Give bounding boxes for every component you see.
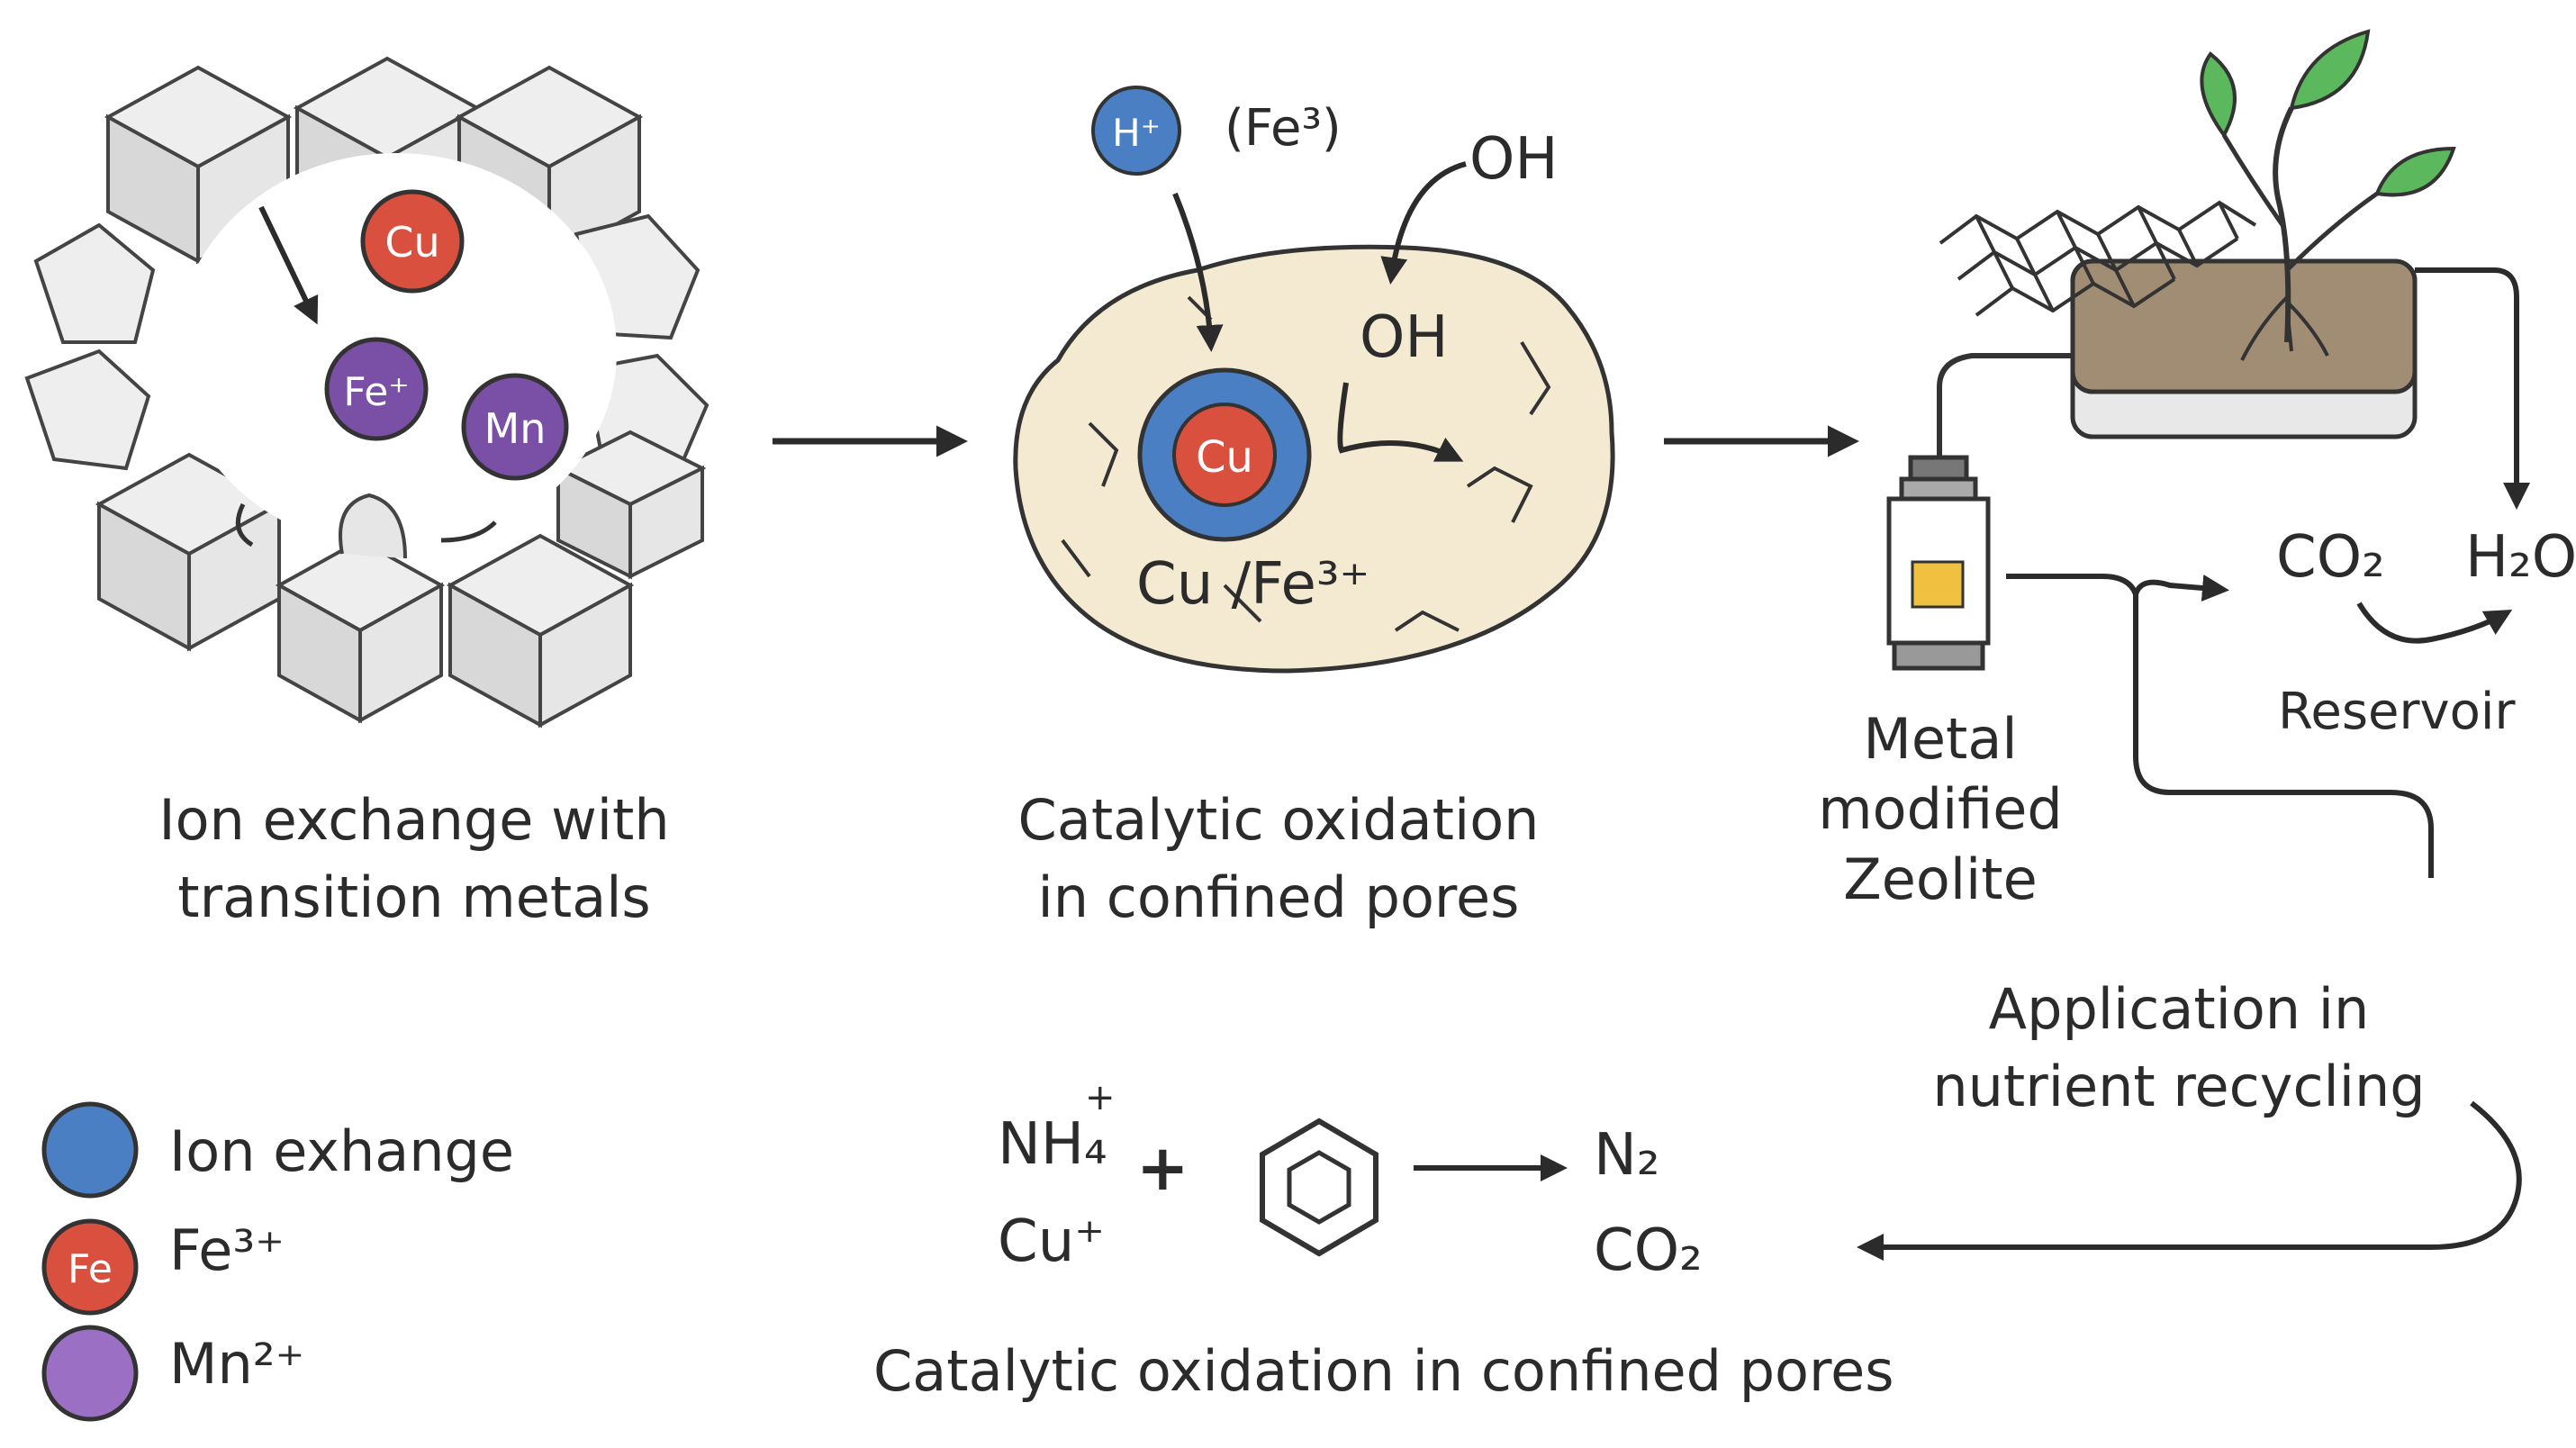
legend-mn-swatch xyxy=(41,1325,139,1422)
pore-bump xyxy=(339,493,407,559)
application-label-line2: nutrient recycling xyxy=(1932,1054,2426,1119)
h-ion xyxy=(1091,86,1181,176)
h2o-product-label: H₂O xyxy=(2465,524,2576,591)
plant xyxy=(2200,29,2456,361)
panel2-caption-line2: in confined pores xyxy=(1037,864,1520,930)
zeolite-label-line2: modified xyxy=(1818,776,2063,842)
zeolite-mesh xyxy=(1939,200,2257,317)
zeolite-cube xyxy=(628,465,704,580)
bed-drain-arrow xyxy=(2415,267,2530,510)
zeolite-cube xyxy=(358,582,443,724)
catalyst-particle xyxy=(1013,244,1615,674)
n2-product-label: N₂ xyxy=(1594,1122,1660,1189)
nh4-label: NH₄ xyxy=(998,1111,1107,1178)
h-ion-arrow xyxy=(1172,192,1224,352)
legend-fe-swatch-label: Fe xyxy=(68,1246,113,1292)
mn-ion: Mn xyxy=(461,373,569,481)
application-label-line1: Application in xyxy=(1988,976,2370,1042)
legend-fe-label: Fe³⁺ xyxy=(169,1217,285,1283)
cu-fe-label: Cu /Fe³⁺ xyxy=(1136,551,1370,618)
oh-top-label: OH xyxy=(1469,126,1559,193)
reaction-plus-label: + xyxy=(1136,1131,1189,1205)
zeolite-label-line3: Zeolite xyxy=(1843,846,2038,912)
zeolite-label-line1: Metal xyxy=(1863,706,2018,772)
zeolite-pentagon xyxy=(24,348,151,471)
ion-entry-arrow xyxy=(258,205,319,325)
canister-outlet-arrow xyxy=(2006,574,2229,603)
zeolite-cube xyxy=(538,582,632,729)
oh-arrow xyxy=(1380,161,1467,285)
copper-core-label: Cu xyxy=(1196,432,1253,483)
leaf xyxy=(2374,146,2456,197)
panel2-caption-line1: Catalytic oxidation xyxy=(1017,787,1540,853)
oh-mid-label: OH xyxy=(1360,304,1449,371)
cu-plus-label: Cu⁺ xyxy=(998,1208,1106,1275)
application-label: Application in nutrient recycling xyxy=(1882,971,2476,1126)
fe3-paren-label: (Fe³) xyxy=(1225,99,1342,158)
panel1-caption-line1: Ion exchange with xyxy=(158,787,670,853)
fe-ion-label: Fe⁺ xyxy=(343,369,409,415)
cu-ion: Cu xyxy=(360,189,465,294)
legend-mn-label: Mn²⁺ xyxy=(169,1331,305,1397)
growth-bed xyxy=(2070,258,2418,439)
co2-product-label: CO₂ xyxy=(2276,524,2385,591)
copper-core xyxy=(1172,403,1277,507)
benzene-inner-ring xyxy=(1287,1150,1351,1225)
zeolite-label: Metal modified Zeolite xyxy=(1792,704,2089,915)
leaf xyxy=(2200,51,2237,139)
zeolite-cube xyxy=(187,501,281,652)
legend-ion-exchange-swatch xyxy=(41,1101,139,1199)
co2-bottom-label: CO₂ xyxy=(1594,1217,1703,1284)
mn-ion-label: Mn xyxy=(484,404,547,453)
pore-mark xyxy=(440,520,497,543)
nh4-charge-label: + xyxy=(1085,1077,1116,1118)
cu-ion-label: Cu xyxy=(384,218,439,267)
fe-ion: Fe⁺ xyxy=(324,337,429,441)
leaf xyxy=(2289,29,2371,111)
zeolite-canister xyxy=(1886,455,1991,671)
legend-fe-swatch xyxy=(41,1218,139,1316)
recycle-line xyxy=(2133,594,2434,878)
panel2-caption: Catalytic oxidation in confined pores xyxy=(981,782,1576,937)
co2-to-h2o-arrow xyxy=(2356,602,2513,644)
benzene-ring-icon xyxy=(1260,1118,1378,1257)
bottom-caption: Catalytic oxidation in confined pores xyxy=(873,1338,1894,1404)
canister-feed-line xyxy=(1937,353,2080,457)
zeolite-framework xyxy=(24,56,710,729)
h-ion-label: H⁺ xyxy=(1112,111,1161,155)
pore-mark xyxy=(235,502,254,548)
zeolite-pentagon xyxy=(33,222,156,344)
recycle-return-arrow xyxy=(1857,1100,2522,1261)
legend-ion-exchange-label: Ion exhange xyxy=(169,1118,515,1184)
oxidation-arrow xyxy=(1337,382,1464,462)
reservoir-label: Reservoir xyxy=(2278,683,2516,741)
panel1-caption: Ion exchange with transition metals xyxy=(117,782,711,937)
panel1-caption-line2: transition metals xyxy=(177,864,651,930)
